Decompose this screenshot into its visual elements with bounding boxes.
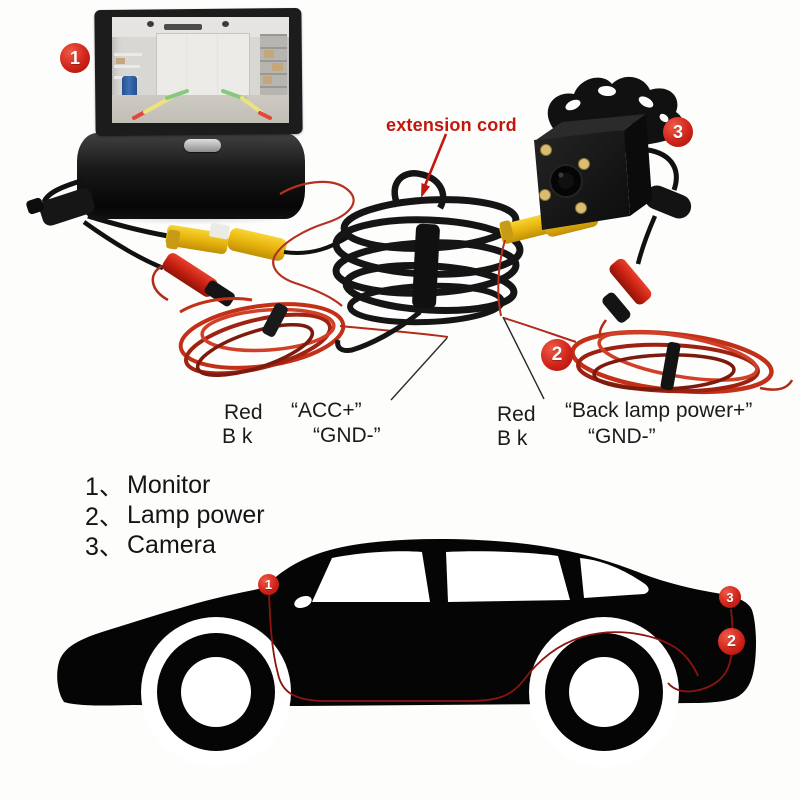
car-silhouette — [57, 539, 756, 767]
badge-lamp-power: 2 — [541, 339, 573, 371]
legend-item-camera: 3、 Camera — [85, 530, 265, 562]
storage-box — [116, 58, 125, 64]
left-terminal-acc: “ACC+” — [291, 399, 362, 422]
car-wheels — [141, 617, 679, 767]
right-terminal-gnd: “GND-” — [588, 425, 656, 448]
car-marker-lamp-power: 2 — [718, 628, 745, 655]
legend-number: 1、 — [85, 473, 124, 501]
legend-number: 3、 — [85, 533, 124, 561]
garage-lamp-icon — [222, 21, 229, 27]
garage-door — [156, 33, 250, 100]
side-mirror — [294, 595, 312, 609]
parking-guidelines-icon — [132, 89, 272, 120]
badge-camera: 3 — [663, 117, 693, 147]
badge-lamp-power-number: 2 — [551, 344, 563, 365]
blue-barrel — [122, 76, 137, 101]
left-terminal-gnd: “GND-” — [313, 424, 381, 447]
storage-box — [272, 63, 283, 71]
extension-cord-coil — [332, 170, 524, 353]
camera-lens-icon — [549, 164, 583, 198]
shelf — [114, 53, 142, 56]
legend-label: Monitor — [127, 470, 211, 499]
storage-box — [264, 50, 274, 58]
garage-lamp-icon — [147, 21, 154, 27]
legend-number: 2、 — [85, 503, 124, 531]
ceiling-fan-icon — [164, 24, 202, 30]
car-marker-monitor: 1 — [258, 574, 279, 595]
car-marker-camera: 3 — [719, 586, 741, 608]
legend-label: Camera — [127, 530, 216, 559]
shelf-rack — [260, 34, 287, 97]
right-wire-color-black: B k — [497, 427, 528, 450]
monitor-power-button — [184, 139, 221, 152]
badge-camera-number: 3 — [672, 121, 683, 142]
power-wire-coil-right — [503, 317, 794, 394]
camera-led-icon — [539, 144, 590, 214]
extension-cord-label: extension cord — [386, 115, 517, 135]
storage-box — [263, 76, 272, 84]
power-wire-coil-left — [178, 297, 449, 377]
car-marker-lamp-power-number: 2 — [727, 632, 736, 650]
legend-item-lamp-power: 2、 Lamp power — [85, 500, 265, 532]
camera-photo — [534, 76, 683, 230]
camera-harness — [497, 147, 692, 341]
right-terminal-back-lamp: “Back lamp power+” — [565, 399, 753, 422]
badge-monitor-number: 1 — [69, 47, 80, 68]
rca-red-camera — [602, 258, 652, 323]
left-wire-color-red: Red — [224, 401, 263, 424]
monitor-screen — [112, 17, 289, 123]
right-wire-color-red: Red — [497, 403, 536, 426]
left-wire-color-black: B k — [222, 425, 253, 448]
badge-monitor: 1 — [60, 43, 90, 73]
arrowhead-icon — [421, 183, 430, 198]
car-marker-camera-number: 3 — [726, 589, 734, 605]
legend: 1、 Monitor 2、 Lamp power 3、 Camera — [85, 470, 265, 562]
rca-yellow-monitor — [165, 222, 287, 261]
car-marker-monitor-number: 1 — [264, 577, 273, 592]
pointer-lines — [390, 133, 545, 401]
shelf — [114, 65, 140, 68]
monitor-cables — [26, 177, 355, 307]
monitor-shadow — [85, 209, 301, 225]
legend-label: Lamp power — [127, 500, 265, 529]
car-windows — [294, 551, 649, 609]
extension-cord-arrow — [422, 133, 448, 189]
legend-item-monitor: 1、 Monitor — [85, 470, 265, 502]
